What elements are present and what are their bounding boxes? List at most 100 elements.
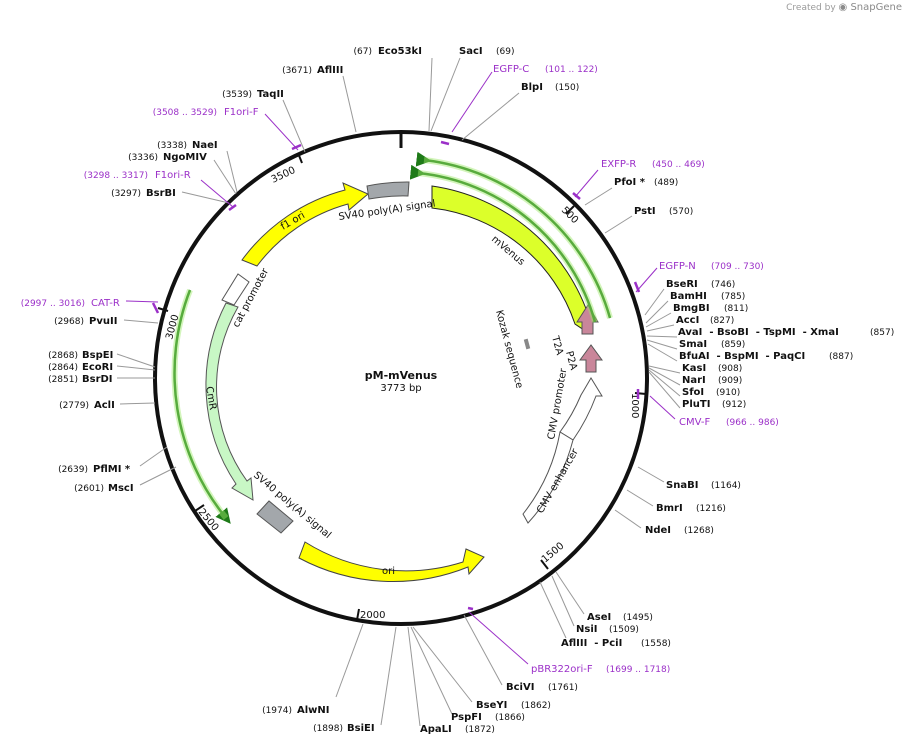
primer-cat-r[interactable]: (2997 .. 3016)CAT-R — [21, 298, 120, 309]
leader-asei — [555, 571, 585, 615]
primer-cmv-f[interactable]: CMV-F(966 .. 986) — [679, 417, 779, 428]
enzyme-blpi[interactable]: BlpI(150) — [521, 82, 579, 93]
enzyme-pos: (859) — [721, 340, 745, 350]
primer-arrow-egfp-n[interactable] — [415, 151, 612, 319]
feature-cmv-enhancer[interactable] — [522, 431, 574, 524]
enzyme-bfuai[interactable]: BfuAI - BspMI - PaqCI(887) — [679, 351, 853, 362]
leader-ecori — [116, 365, 156, 371]
primer-pbr322ori-f[interactable]: pBR322ori-F(1699 .. 1718) — [531, 664, 670, 675]
label-ori: ori — [382, 566, 395, 577]
enzyme-pfoi[interactable]: PfoI *(489) — [614, 177, 678, 188]
feature-sv40-polya-lower[interactable] — [256, 500, 294, 534]
primer-name: F1ori-F — [224, 107, 259, 118]
enzyme-asei[interactable]: AseI(1495) — [587, 612, 653, 623]
enzyme-psti[interactable]: PstI(570) — [634, 206, 693, 217]
enzyme-nari[interactable]: NarI(909) — [682, 375, 742, 386]
label-cmr: CmR — [203, 386, 218, 411]
leader-bcivi — [463, 614, 503, 686]
enzyme-bsrbi[interactable]: (3297)BsrBI — [111, 188, 176, 199]
primer-egfp-c[interactable]: EGFP-C(101 .. 122) — [493, 64, 598, 75]
enzyme-name: BsiEI — [347, 723, 375, 734]
tick-1500 — [540, 559, 549, 570]
enzyme-sfoi[interactable]: SfoI(910) — [682, 387, 740, 398]
enzyme-pos: (570) — [669, 207, 693, 217]
enzyme-afliii-pci[interactable]: AflIII - PciI(1558) — [561, 638, 671, 649]
primer-f1ori-r[interactable]: (3298 .. 3317)F1ori-R — [84, 170, 191, 181]
primer-leader-f1ori-f — [264, 113, 299, 151]
enzyme-bmgbi[interactable]: BmgBI(811) — [673, 303, 748, 314]
leader-bfuai — [647, 343, 678, 362]
enzyme-pos: (1268) — [684, 526, 714, 536]
enzyme-acli[interactable]: (2779)AclI — [59, 400, 115, 411]
primer-glow-2 — [417, 170, 598, 323]
primer-leader-egfp-n — [635, 267, 658, 293]
enzyme-name: BsrDI — [82, 374, 113, 385]
enzyme-apali[interactable]: ApaLI(1872) — [420, 724, 495, 735]
enzyme-bsrdi[interactable]: (2851)BsrDI — [48, 374, 112, 385]
enzyme-afliii[interactable]: (3671)AflIII — [282, 65, 343, 76]
leader-bspei — [116, 353, 156, 368]
enzyme-taqii[interactable]: (3539)TaqII — [222, 89, 284, 100]
feature-cat-promoter[interactable] — [221, 273, 250, 306]
enzyme-naei[interactable]: (3338)NaeI — [157, 140, 218, 151]
leader-pspfi — [410, 626, 453, 715]
enzyme-ndei[interactable]: NdeI(1268) — [645, 525, 714, 536]
enzyme-nsii[interactable]: NsiI(1509) — [576, 624, 639, 635]
leader-apali — [407, 626, 421, 727]
enzyme-eco53ki[interactable]: (67)Eco53kI — [354, 46, 422, 57]
enzyme-bamhi[interactable]: BamHI(785) — [670, 291, 745, 302]
enzyme-pflmi[interactable]: (2639)PflMI * — [58, 464, 131, 475]
primer-exfp-r[interactable]: EXFP-R(450 .. 469) — [601, 159, 705, 170]
enzyme-acci[interactable]: AccI(827) — [676, 315, 734, 326]
enzyme-name: NgoMIV — [163, 152, 207, 163]
leader-saci — [430, 57, 461, 132]
enzyme-snabi[interactable]: SnaBI(1164) — [666, 480, 741, 491]
feature-sv40-polya-top[interactable] — [366, 181, 410, 200]
leader-ngomiv — [213, 159, 237, 195]
enzyme-alwni[interactable]: (1974)AlwNI — [262, 705, 329, 716]
enzyme-bcivi[interactable]: BciVI(1761) — [506, 682, 578, 693]
enzyme-pos: (811) — [724, 304, 748, 314]
enzyme-avai[interactable]: AvaI - BsoBI - TspMI - XmaI(857) — [678, 327, 894, 338]
feature-cmr[interactable] — [205, 302, 254, 501]
leader-nari — [648, 367, 681, 386]
feature-kozak[interactable] — [523, 338, 531, 350]
enzyme-pvuii[interactable]: (2968)PvuII — [54, 316, 117, 327]
enzyme-ecori[interactable]: (2864)EcoRI — [48, 362, 113, 373]
primer-leader-f1ori-r — [200, 179, 234, 208]
enzyme-ngomiv[interactable]: (3336)NgoMIV — [128, 152, 207, 163]
primer-marks — [151, 140, 641, 611]
feature-ori[interactable] — [298, 541, 485, 582]
primer-f1ori-f[interactable]: (3508 .. 3529)F1ori-F — [153, 107, 259, 118]
primer-egfp-n[interactable]: EGFP-N(709 .. 730) — [659, 261, 764, 272]
enzyme-pluti[interactable]: PluTI(912) — [682, 399, 746, 410]
enzyme-bseyi[interactable]: BseYI(1862) — [476, 700, 551, 711]
enzyme-kasi[interactable]: KasI(908) — [682, 363, 742, 374]
feature-f1-ori[interactable] — [241, 182, 369, 267]
primer-arrow-exfp-r[interactable] — [409, 164, 597, 323]
enzyme-saci[interactable]: SacI(69) — [459, 46, 514, 57]
enzyme-pos: (912) — [722, 400, 746, 410]
tick-label-1000: 1000 — [629, 393, 640, 418]
label-t2a: T2A — [549, 334, 565, 357]
enzyme-bseri[interactable]: BseRI(746) — [666, 279, 735, 290]
enzyme-smai[interactable]: SmaI(859) — [679, 339, 745, 350]
leader-acli — [119, 402, 156, 405]
snapgene-logo: ◉ SnapGene — [838, 2, 902, 13]
primer-leader-cmv-f — [649, 395, 676, 420]
enzyme-name: AflIII - PciI — [561, 638, 622, 649]
enzyme-name: BfuAI - BspMI - PaqCI — [679, 351, 805, 362]
enzyme-bspei[interactable]: (2868)BspEI — [48, 350, 113, 361]
enzyme-bmri[interactable]: BmrI(1216) — [656, 503, 726, 514]
tick-3000 — [157, 307, 169, 312]
enzyme-pspfi[interactable]: PspFI(1866) — [451, 712, 525, 723]
enzyme-bsiei[interactable]: (1898)BsiEI — [313, 723, 375, 734]
leader-afliii-pci — [539, 581, 567, 639]
enzyme-pos: (489) — [654, 178, 678, 188]
leader-eco53ki — [428, 57, 433, 132]
tick-2500 — [194, 504, 205, 512]
primer-arrow-cat-r[interactable] — [173, 289, 231, 524]
primer-mark-egfp-n — [633, 281, 641, 293]
enzyme-msci[interactable]: (2601)MscI — [74, 483, 134, 494]
feature-p2a[interactable] — [579, 344, 603, 373]
